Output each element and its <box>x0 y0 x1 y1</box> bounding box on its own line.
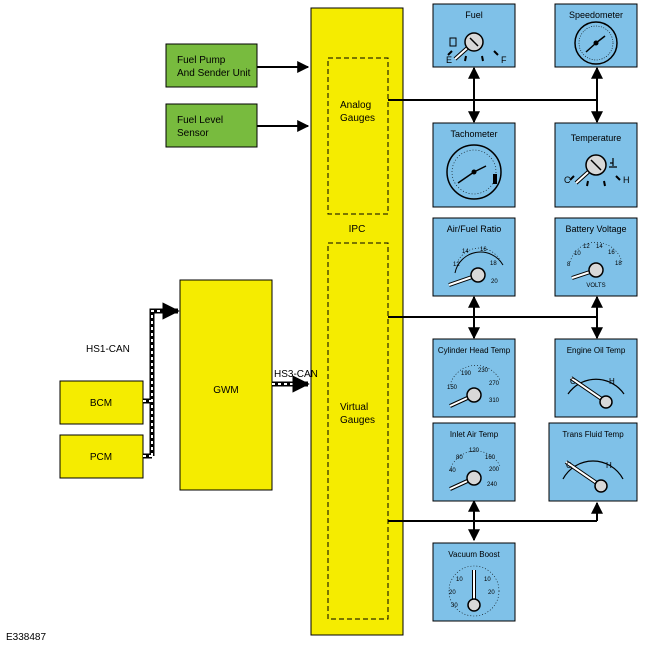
pcm-label: PCM <box>90 452 112 463</box>
speedometer-gauge: Speedometer <box>554 3 638 68</box>
fuel-level-label-line2: Sensor <box>177 128 209 139</box>
afr-tick-12: 12 <box>453 262 460 268</box>
afr-tick-14: 14 <box>462 249 469 255</box>
fuel-gauge-f: F <box>501 55 507 65</box>
ipc-label: IPC <box>349 224 366 235</box>
cht-tick-230: 230 <box>478 368 489 374</box>
battery-title: Battery Voltage <box>565 224 626 234</box>
speedometer-title: Speedometer <box>569 10 623 20</box>
battery-tick-18: 18 <box>615 261 622 267</box>
iat-tick-120: 120 <box>469 448 480 454</box>
vacuum-boost-gauge: Vacuum Boost 10 20 30 10 20 <box>432 542 516 622</box>
bcm-module: BCM <box>59 380 144 425</box>
afr-tick-20: 20 <box>491 279 498 285</box>
fuel-level-label-line1: Fuel Level <box>177 115 223 126</box>
analog-gauges-label-line2: Gauges <box>340 113 375 124</box>
fuel-pump-label-line2: And Sender Unit <box>177 68 251 79</box>
analog-gauges-label-line1: Analog <box>340 100 371 111</box>
hs1-can-label: HS1-CAN <box>86 344 130 355</box>
gwm-module: GWM <box>179 279 273 491</box>
pcm-module: PCM <box>59 434 144 479</box>
vacuum-tick-30-vac: 30 <box>451 603 458 609</box>
iat-title: Inlet Air Temp <box>450 430 499 439</box>
gwm-label: GWM <box>213 385 239 396</box>
temperature-gauge: Temperature C H <box>554 122 638 208</box>
trans-fluid-temp-gauge: Trans Fluid Temp C H <box>548 422 638 502</box>
cht-tick-190: 190 <box>461 371 472 377</box>
iat-tick-40: 40 <box>449 468 456 474</box>
battery-tick-10: 10 <box>574 251 581 257</box>
oil-title: Engine Oil Temp <box>567 346 626 355</box>
tachometer-gauge: Tachometer <box>432 122 516 208</box>
iat-tick-80: 80 <box>456 455 463 461</box>
trans-h: H <box>606 461 612 470</box>
cylinder-head-temp-gauge: Cylinder Head Temp 150 190 230 270 310 <box>432 338 516 418</box>
battery-tick-16: 16 <box>608 250 615 256</box>
temperature-h: H <box>623 175 630 185</box>
battery-voltage-gauge: Battery Voltage 8 10 12 14 16 18 VOLTS <box>554 217 638 297</box>
battery-tick-14: 14 <box>596 244 603 250</box>
vacuum-title: Vacuum Boost <box>448 550 500 559</box>
engine-oil-temp-gauge: Engine Oil Temp C H <box>554 338 638 418</box>
fuel-pump-label-line1: Fuel Pump <box>177 55 226 66</box>
cht-tick-150: 150 <box>447 385 458 391</box>
bcm-label: BCM <box>90 398 112 409</box>
temperature-c: C <box>564 175 571 185</box>
iat-tick-160: 160 <box>485 455 496 461</box>
virtual-gauges-label-line1: Virtual <box>340 402 368 413</box>
connections <box>257 61 603 542</box>
fuel-gauge-title: Fuel <box>465 10 483 20</box>
hs1-can-bus <box>143 302 180 459</box>
inlet-air-temp-gauge: Inlet Air Temp 40 80 120 160 200 240 <box>432 422 516 502</box>
cht-tick-310: 310 <box>489 398 500 404</box>
battery-tick-12: 12 <box>583 244 590 250</box>
battery-tick-8: 8 <box>567 262 571 268</box>
afr-tick-16: 16 <box>480 247 487 253</box>
afr-tick-18: 18 <box>490 261 497 267</box>
oil-c: C <box>570 377 576 386</box>
fuel-gauge: Fuel E F <box>432 3 516 68</box>
fuel-gauge-e: E <box>446 55 452 65</box>
battery-unit: VOLTS <box>586 283 605 289</box>
fuel-level-sensor: Fuel Level Sensor <box>165 103 258 148</box>
vacuum-tick-10-boost: 10 <box>484 577 491 583</box>
temperature-title: Temperature <box>571 133 622 143</box>
trans-title: Trans Fluid Temp <box>562 430 624 439</box>
virtual-gauges-label-line2: Gauges <box>340 415 375 426</box>
fuel-pump-sender-unit: Fuel Pump And Sender Unit <box>165 43 258 88</box>
figure-id: E338487 <box>6 632 46 643</box>
virtual-gauges-section <box>327 242 389 620</box>
air-fuel-ratio-gauge: Air/Fuel Ratio 12 14 16 18 20 <box>432 217 516 297</box>
coolant-icon <box>609 158 617 168</box>
cht-tick-270: 270 <box>489 381 500 387</box>
oil-h: H <box>609 377 615 386</box>
cht-title: Cylinder Head Temp <box>438 346 511 355</box>
iat-tick-200: 200 <box>489 467 500 473</box>
vacuum-tick-10-vac: 10 <box>456 577 463 583</box>
trans-c: C <box>566 461 572 470</box>
hs3-can-label: HS3-CAN <box>274 369 318 380</box>
iat-tick-240: 240 <box>487 482 498 488</box>
vacuum-tick-20-vac: 20 <box>449 590 456 596</box>
fuel-pump-icon <box>449 37 457 47</box>
ipc-module: Analog Gauges IPC Virtual Gauges <box>310 7 404 636</box>
analog-gauges-section <box>327 57 389 215</box>
afr-title: Air/Fuel Ratio <box>447 224 502 234</box>
tachometer-title: Tachometer <box>450 129 497 139</box>
vacuum-tick-20-boost: 20 <box>488 590 495 596</box>
